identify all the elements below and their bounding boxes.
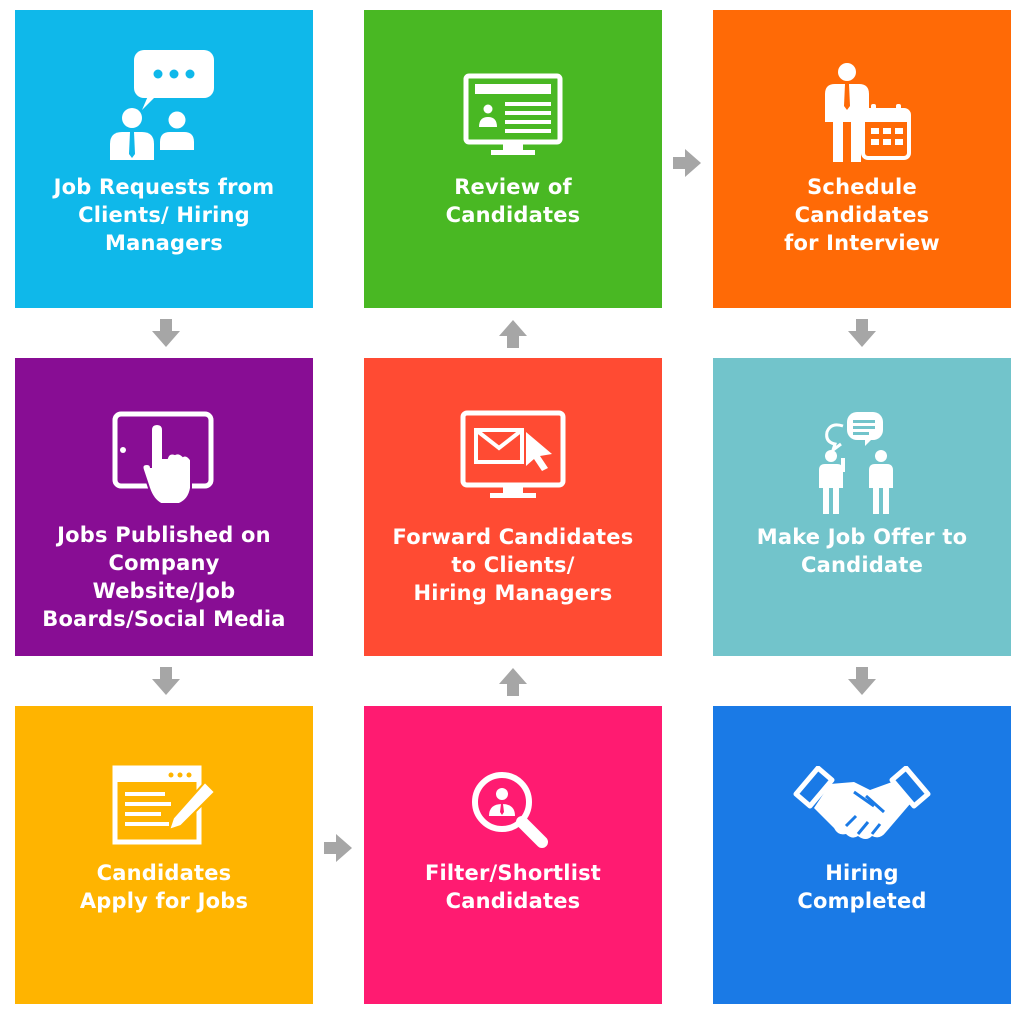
step-label: Candidates Apply for Jobs [79, 861, 249, 913]
form-pencil-icon [15, 764, 313, 854]
step-review: Review of Candidates [364, 10, 662, 308]
step-published: Jobs Published on Company Website/Job Bo… [15, 358, 313, 656]
arrow-down-icon [152, 319, 180, 347]
step-forward: Forward Candidates to Clients/ Hiring Ma… [364, 358, 662, 656]
people-talk-icon [713, 408, 1011, 518]
arrow-down-icon [848, 667, 876, 695]
people-chat-icon [15, 48, 313, 168]
monitor-mail-icon [364, 410, 662, 505]
monitor-profile-icon [364, 73, 662, 163]
step-label: Forward Candidates to Clients/ Hiring Ma… [392, 525, 634, 605]
step-label: Make Job Offer to Candidate [756, 525, 968, 577]
arrow-up-icon [499, 668, 527, 696]
arrow-up-icon [499, 320, 527, 348]
step-label: Job Requests from Clients/ Hiring Manage… [53, 175, 275, 255]
step-apply: Candidates Apply for Jobs [15, 706, 313, 1004]
step-offer: Make Job Offer to Candidate [713, 358, 1011, 656]
tablet-touch-icon [15, 408, 313, 518]
arrow-right-icon [673, 149, 701, 177]
person-calendar-icon [713, 60, 1011, 170]
arrow-down-icon [848, 319, 876, 347]
handshake-icon [713, 766, 1011, 851]
step-label: Review of Candidates [445, 175, 581, 227]
step-label: Filter/Shortlist Candidates [424, 861, 602, 913]
step-label: Jobs Published on Company Website/Job Bo… [42, 523, 286, 631]
step-hired: Hiring Completed [713, 706, 1011, 1004]
magnifier-person-icon [364, 764, 662, 854]
step-label: Hiring Completed [797, 861, 927, 913]
step-filter: Filter/Shortlist Candidates [364, 706, 662, 1004]
step-schedule: Schedule Candidates for Interview [713, 10, 1011, 308]
arrow-down-icon [152, 667, 180, 695]
step-job-requests: Job Requests from Clients/ Hiring Manage… [15, 10, 313, 308]
step-label: Schedule Candidates for Interview [784, 175, 940, 255]
arrow-right-icon [324, 834, 352, 862]
